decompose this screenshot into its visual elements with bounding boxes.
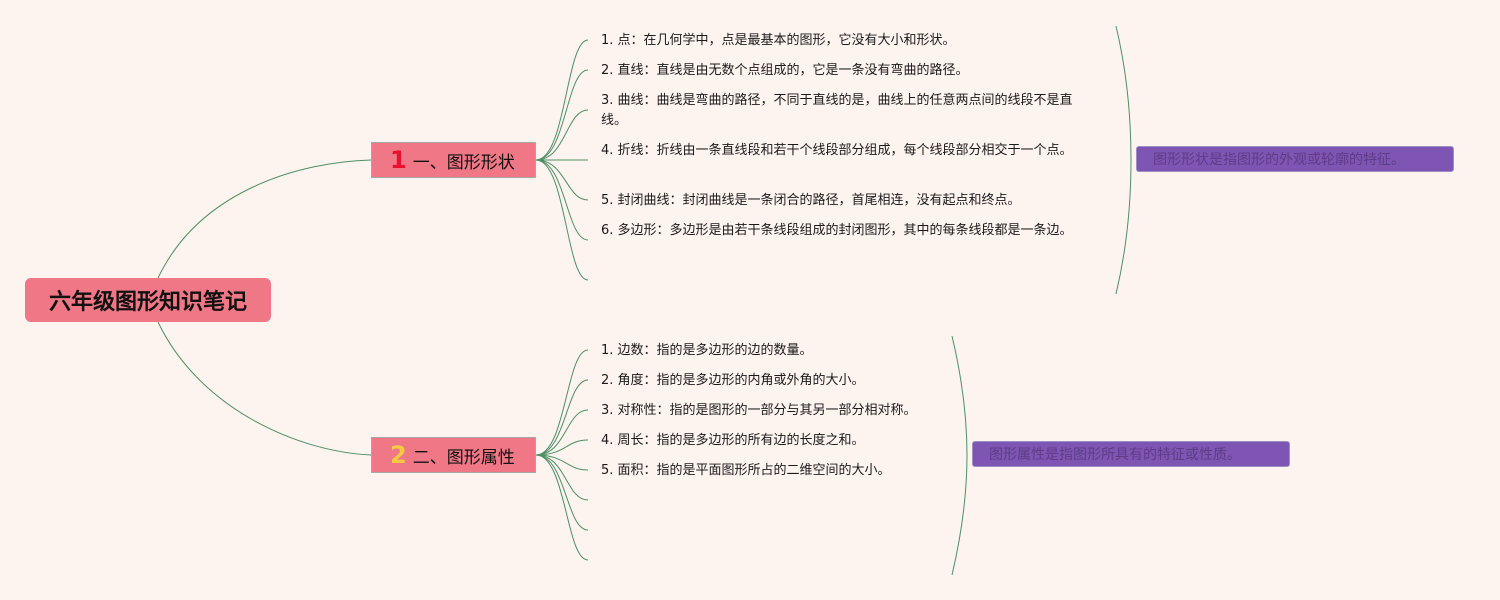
link-branch2-leaf-8: [535, 454, 589, 561]
leaf-node[interactable]: 3. 曲线：曲线是弯曲的路径，不同于直线的是，曲线上的任意两点间的线段不是直线。: [601, 93, 1073, 128]
leaf-node[interactable]: 4. 折线：折线由一条直线段和若干个线段部分组成，每个线段部分相交于一个点。: [601, 143, 1073, 158]
summary-bracket-2: [951, 335, 968, 576]
branch-number-icon: 2: [390, 441, 407, 469]
summary-text: 图形形状是指图形的外观或轮廓的特征。: [1153, 152, 1405, 168]
summary-node[interactable]: 图形属性是指图形所具有的特征或性质。: [972, 441, 1290, 467]
branch-label: 二、图形属性: [412, 447, 515, 468]
branch-label: 一、图形形状: [412, 152, 515, 173]
summary-text: 图形属性是指图形所具有的特征或性质。: [989, 447, 1241, 463]
branch-number-icon: 1: [390, 146, 407, 174]
root-node[interactable]: 六年级图形知识笔记: [25, 278, 271, 322]
link-branch2-leaf-4: [535, 439, 589, 456]
link-branch1-leaf-7: [535, 159, 589, 281]
link-branch1-leaf-3: [535, 109, 589, 161]
link-branch2-leaf-6: [535, 454, 589, 501]
link-root-branch-1: [157, 159, 372, 279]
root-title: 六年级图形知识笔记: [48, 290, 247, 315]
leaf-node[interactable]: 5. 面积：指的是平面图形所占的二维空间的大小。: [601, 463, 891, 478]
leaf-node[interactable]: 1. 点：在几何学中，点是最基本的图形，它没有大小和形状。: [601, 33, 956, 48]
leaf-node[interactable]: 2. 角度：指的是多边形的内角或外角的大小。: [601, 373, 865, 388]
leaf-node[interactable]: 2. 直线：直线是由无数个点组成的，它是一条没有弯曲的路径。: [601, 63, 969, 78]
link-branch2-leaf-3: [535, 409, 589, 456]
link-branch2-leaf-5: [535, 454, 589, 471]
link-branch2-leaf-7: [535, 454, 589, 531]
link-branch1-leaf-1: [535, 39, 589, 161]
link-branch1-leaf-5: [535, 159, 589, 201]
leaf-node[interactable]: 1. 边数：指的是多边形的边的数量。: [601, 343, 813, 358]
link-branch1-leaf-6: [535, 159, 589, 241]
leaf-node[interactable]: 6. 多边形：多边形是由若干条线段组成的封闭图形，其中的每条线段都是一条边。: [601, 223, 1073, 238]
leaf-node[interactable]: 4. 周长：指的是多边形的所有边的长度之和。: [601, 433, 865, 448]
link-root-branch-2: [157, 321, 372, 456]
branch-node-shape[interactable]: 1 一、图形形状: [371, 142, 536, 178]
link-branch2-leaf-2: [535, 379, 589, 456]
leaf-node[interactable]: 5. 封闭曲线：封闭曲线是一条闭合的路径，首尾相连，没有起点和终点。: [601, 193, 1021, 208]
link-branch1-leaf-2: [535, 69, 589, 161]
summary-bracket-1: [1115, 25, 1132, 295]
leaf-node[interactable]: 3. 对称性：指的是图形的一部分与其另一部分相对称。: [601, 403, 917, 418]
link-branch2-leaf-1: [535, 349, 589, 456]
summary-node[interactable]: 图形形状是指图形的外观或轮廓的特征。: [1136, 146, 1454, 172]
branch-node-property[interactable]: 2 二、图形属性: [371, 437, 536, 473]
